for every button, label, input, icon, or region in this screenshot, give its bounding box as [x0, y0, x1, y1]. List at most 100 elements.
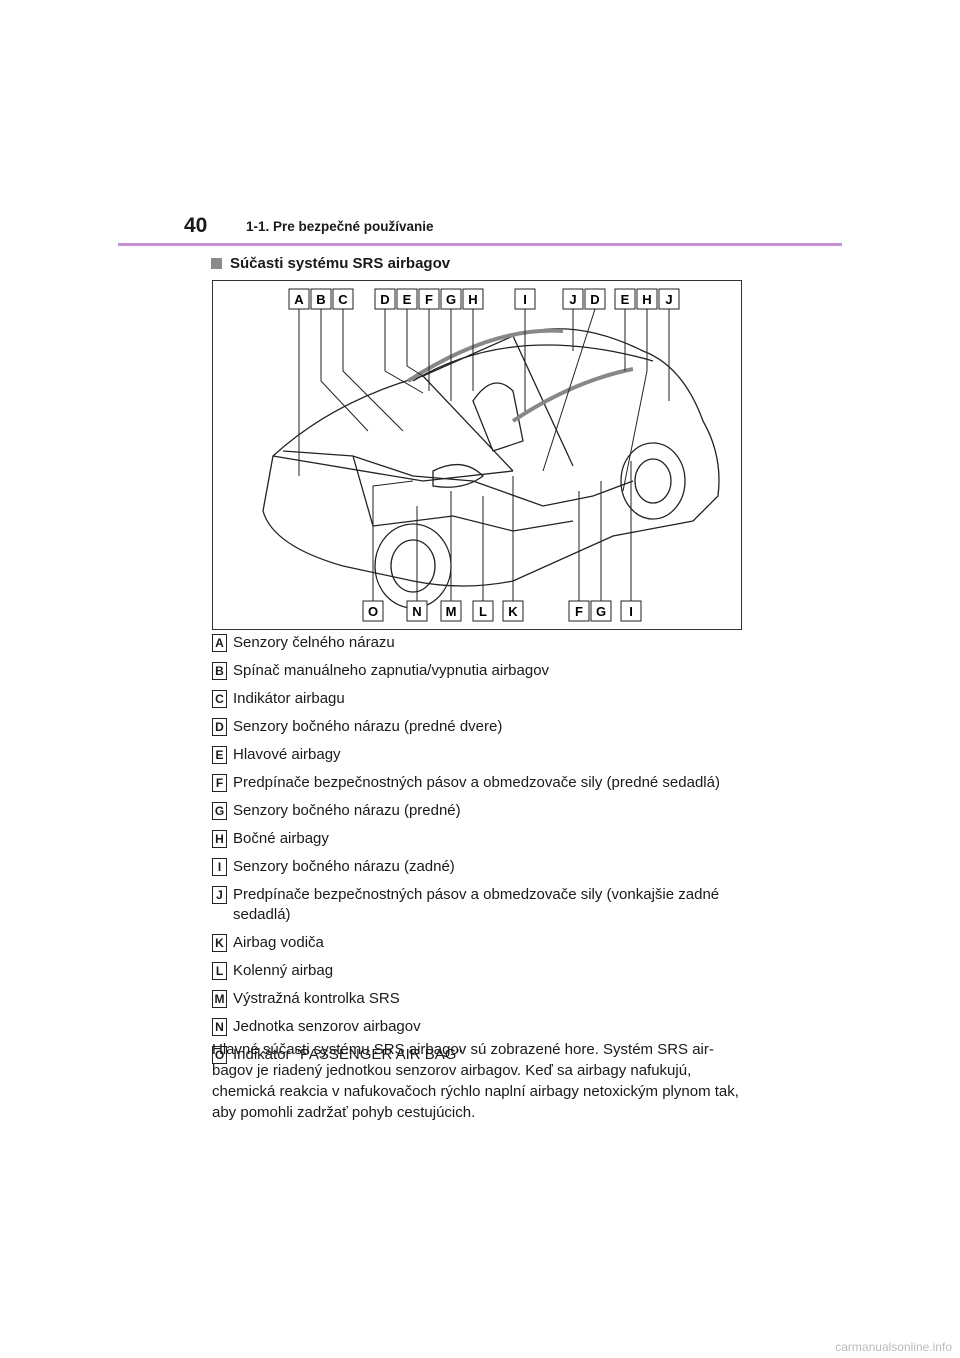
- square-bullet-icon: [211, 258, 222, 269]
- legend-text: Senzory bočného nárazu (zadné): [233, 857, 752, 877]
- front-wheel: [375, 524, 451, 608]
- callout-top-12-label: E: [621, 292, 630, 307]
- bottom-callouts: O N M L K F G I: [363, 601, 641, 621]
- callout-top-4: D: [375, 289, 395, 309]
- callout-top-10: J: [563, 289, 583, 309]
- callout-top-3-label: C: [338, 292, 348, 307]
- callout-top-13: H: [637, 289, 657, 309]
- legend-key: K: [212, 934, 227, 952]
- callout-bottom-4-label: L: [479, 604, 487, 619]
- callout-bottom-6: F: [569, 601, 589, 621]
- roof-line: [413, 345, 653, 381]
- front-wheel-inner: [391, 540, 435, 592]
- legend-text: Senzory bočného nárazu (predné dvere): [233, 717, 752, 737]
- callout-top-9: I: [515, 289, 535, 309]
- legend-key: M: [212, 990, 227, 1008]
- legend-key: D: [212, 718, 227, 736]
- callout-bottom-6-label: F: [575, 604, 583, 619]
- callout-top-5: E: [397, 289, 417, 309]
- car-body-outline: [263, 329, 719, 586]
- legend-item: F Predpínače bezpečnostných pásov a obmed…: [212, 773, 752, 793]
- callout-top-9-label: I: [523, 292, 527, 307]
- callout-bottom-1: O: [363, 601, 383, 621]
- callout-bottom-1-label: O: [368, 604, 378, 619]
- legend-item: M Výstražná kontrolka SRS: [212, 989, 752, 1009]
- callout-top-3: C: [333, 289, 353, 309]
- legend-key: H: [212, 830, 227, 848]
- legend-key: G: [212, 802, 227, 820]
- legend-text: Výstražná kontrolka SRS: [233, 989, 752, 1009]
- section-title: 1-1. Pre bezpečné používanie: [246, 219, 434, 234]
- callout-bottom-7-label: G: [596, 604, 606, 619]
- legend-key: J: [212, 886, 227, 904]
- legend-text: Predpínače bezpečnostných pásov a obmedz…: [233, 773, 752, 793]
- callout-top-1-label: A: [294, 292, 304, 307]
- callout-top-6: F: [419, 289, 439, 309]
- legend-key: L: [212, 962, 227, 980]
- legend-item: D Senzory bočného nárazu (predné dvere): [212, 717, 752, 737]
- header-rule: [118, 243, 842, 246]
- legend-text: Predpínače bezpečnostných pásov a obmedz…: [233, 885, 752, 925]
- top-callouts: A B C D E F G H I J D E H J: [289, 289, 679, 309]
- callout-bottom-2: N: [407, 601, 427, 621]
- car-illustration: A B C D E F G H I J D E H J: [213, 281, 741, 629]
- callout-top-14: J: [659, 289, 679, 309]
- callout-top-7: G: [441, 289, 461, 309]
- legend-key: I: [212, 858, 227, 876]
- legend-item: E Hlavové airbagy: [212, 745, 752, 765]
- hood-line: [273, 456, 513, 481]
- windshield: [423, 336, 573, 471]
- legend-text: Airbag vodiča: [233, 933, 752, 953]
- legend-item: L Kolenný airbag: [212, 961, 752, 981]
- top-leader-lines: [299, 309, 669, 491]
- callout-top-12: E: [615, 289, 635, 309]
- callout-top-13-label: H: [642, 292, 651, 307]
- footer-watermark: carmanualsonline.info: [835, 1340, 952, 1354]
- callout-top-2: B: [311, 289, 331, 309]
- legend-key: B: [212, 662, 227, 680]
- legend-item: B Spínač manuálneho zapnutia/vypnutia air…: [212, 661, 752, 681]
- legend-text: Spínač manuálneho zapnutia/vypnutia airb…: [233, 661, 752, 681]
- callout-bottom-8-label: I: [629, 604, 633, 619]
- page-number: 40: [184, 214, 207, 238]
- legend-text: Kolenný airbag: [233, 961, 752, 981]
- legend-text: Hlavové airbagy: [233, 745, 752, 765]
- callout-bottom-7: G: [591, 601, 611, 621]
- callout-bottom-8: I: [621, 601, 641, 621]
- legend-text: Senzory čelného nárazu: [233, 633, 752, 653]
- callout-top-10-label: J: [569, 292, 576, 307]
- subheading-text: Súčasti systému SRS airbagov: [230, 255, 450, 272]
- curtain-airbag: [408, 331, 563, 381]
- legend-text: Jednotka senzorov airbagov: [233, 1017, 752, 1037]
- legend: A Senzory čelného nárazu B Spínač manuálne…: [212, 633, 752, 1073]
- legend-key: F: [212, 774, 227, 792]
- callout-bottom-2-label: N: [412, 604, 421, 619]
- callout-top-14-label: J: [665, 292, 672, 307]
- legend-item: N Jednotka senzorov airbagov: [212, 1017, 752, 1037]
- legend-item: K Airbag vodiča: [212, 933, 752, 953]
- legend-key: N: [212, 1018, 227, 1036]
- callout-bottom-4: L: [473, 601, 493, 621]
- legend-item: I Senzory bočného nárazu (zadné): [212, 857, 752, 877]
- wiring-harness: [283, 451, 633, 531]
- legend-text: Senzory bočného nárazu (predné): [233, 801, 752, 821]
- callout-top-5-label: E: [403, 292, 412, 307]
- bottom-leader-lines: [373, 461, 631, 601]
- airbag-diagram: A B C D E F G H I J D E H J: [212, 280, 742, 630]
- callout-bottom-5: K: [503, 601, 523, 621]
- legend-item: G Senzory bočného nárazu (predné): [212, 801, 752, 821]
- legend-key: E: [212, 746, 227, 764]
- callout-top-1: A: [289, 289, 309, 309]
- legend-item: A Senzory čelného nárazu: [212, 633, 752, 653]
- rear-wheel-inner: [635, 459, 671, 503]
- legend-text: Bočné airbagy: [233, 829, 752, 849]
- callout-bottom-3-label: M: [446, 604, 457, 619]
- callout-top-8: H: [463, 289, 483, 309]
- legend-text: Indikátor airbagu: [233, 689, 752, 709]
- callout-top-6-label: F: [425, 292, 433, 307]
- callout-bottom-5-label: K: [508, 604, 518, 619]
- callout-top-2-label: B: [316, 292, 325, 307]
- callout-top-4-label: D: [380, 292, 389, 307]
- legend-key: A: [212, 634, 227, 652]
